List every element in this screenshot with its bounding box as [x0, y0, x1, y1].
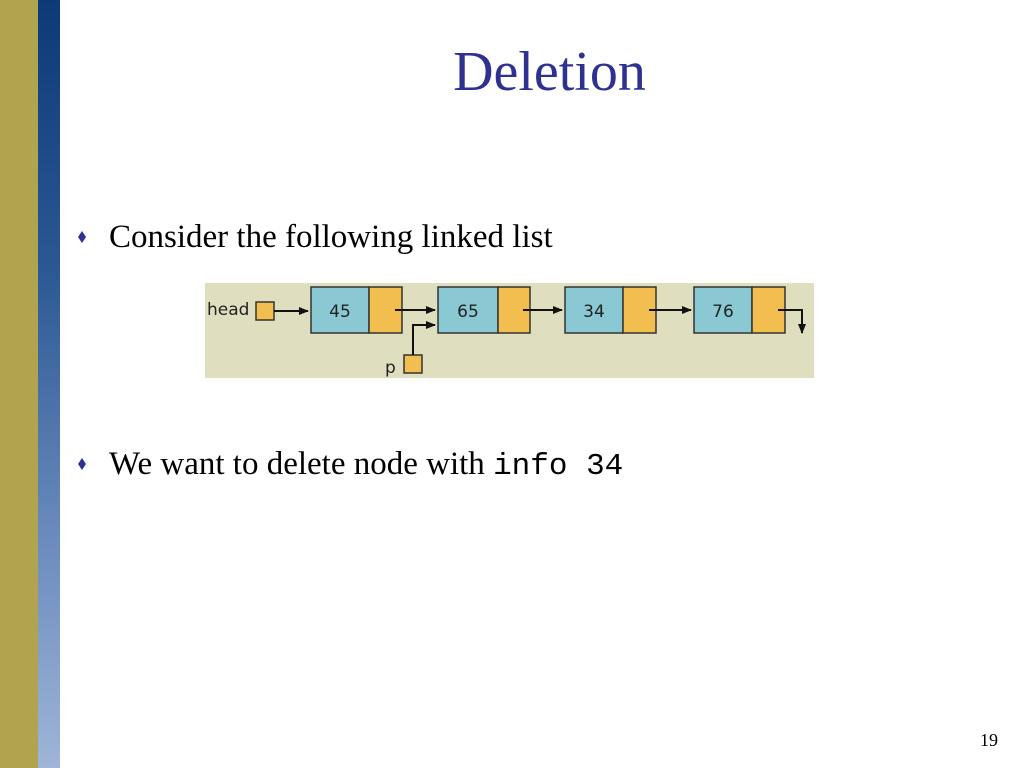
node-value: 45 — [329, 302, 351, 322]
node-value: 65 — [457, 302, 479, 322]
p-arrow — [412, 321, 436, 355]
p-pointer-box — [403, 354, 423, 374]
node-value: 34 — [583, 302, 605, 322]
bullet-1-text: Consider the following linked list — [109, 219, 553, 255]
sidebar-olive-stripe — [0, 0, 38, 768]
node-76: 76 — [693, 286, 786, 334]
sidebar-blue-stripe — [38, 0, 60, 768]
head-label: head — [207, 300, 249, 320]
diamond-bullet-icon — [78, 458, 86, 470]
bullet-2-code: info 34 — [493, 449, 624, 484]
node-34: 34 — [564, 286, 657, 334]
bullet-2-text: We want to delete node with — [109, 446, 494, 482]
page-number: 19 — [980, 730, 998, 750]
null-arrow — [778, 309, 806, 334]
node-65: 65 — [437, 286, 531, 334]
head-pointer-box — [255, 301, 275, 321]
diamond-bullet-icon — [78, 231, 86, 243]
node-value: 76 — [712, 302, 734, 322]
p-label: p — [385, 358, 396, 378]
node-45: 45 — [310, 286, 403, 334]
linked-list-diagram: head 45 65 34 76 — [205, 283, 814, 378]
slide-title: Deletion — [453, 41, 646, 103]
